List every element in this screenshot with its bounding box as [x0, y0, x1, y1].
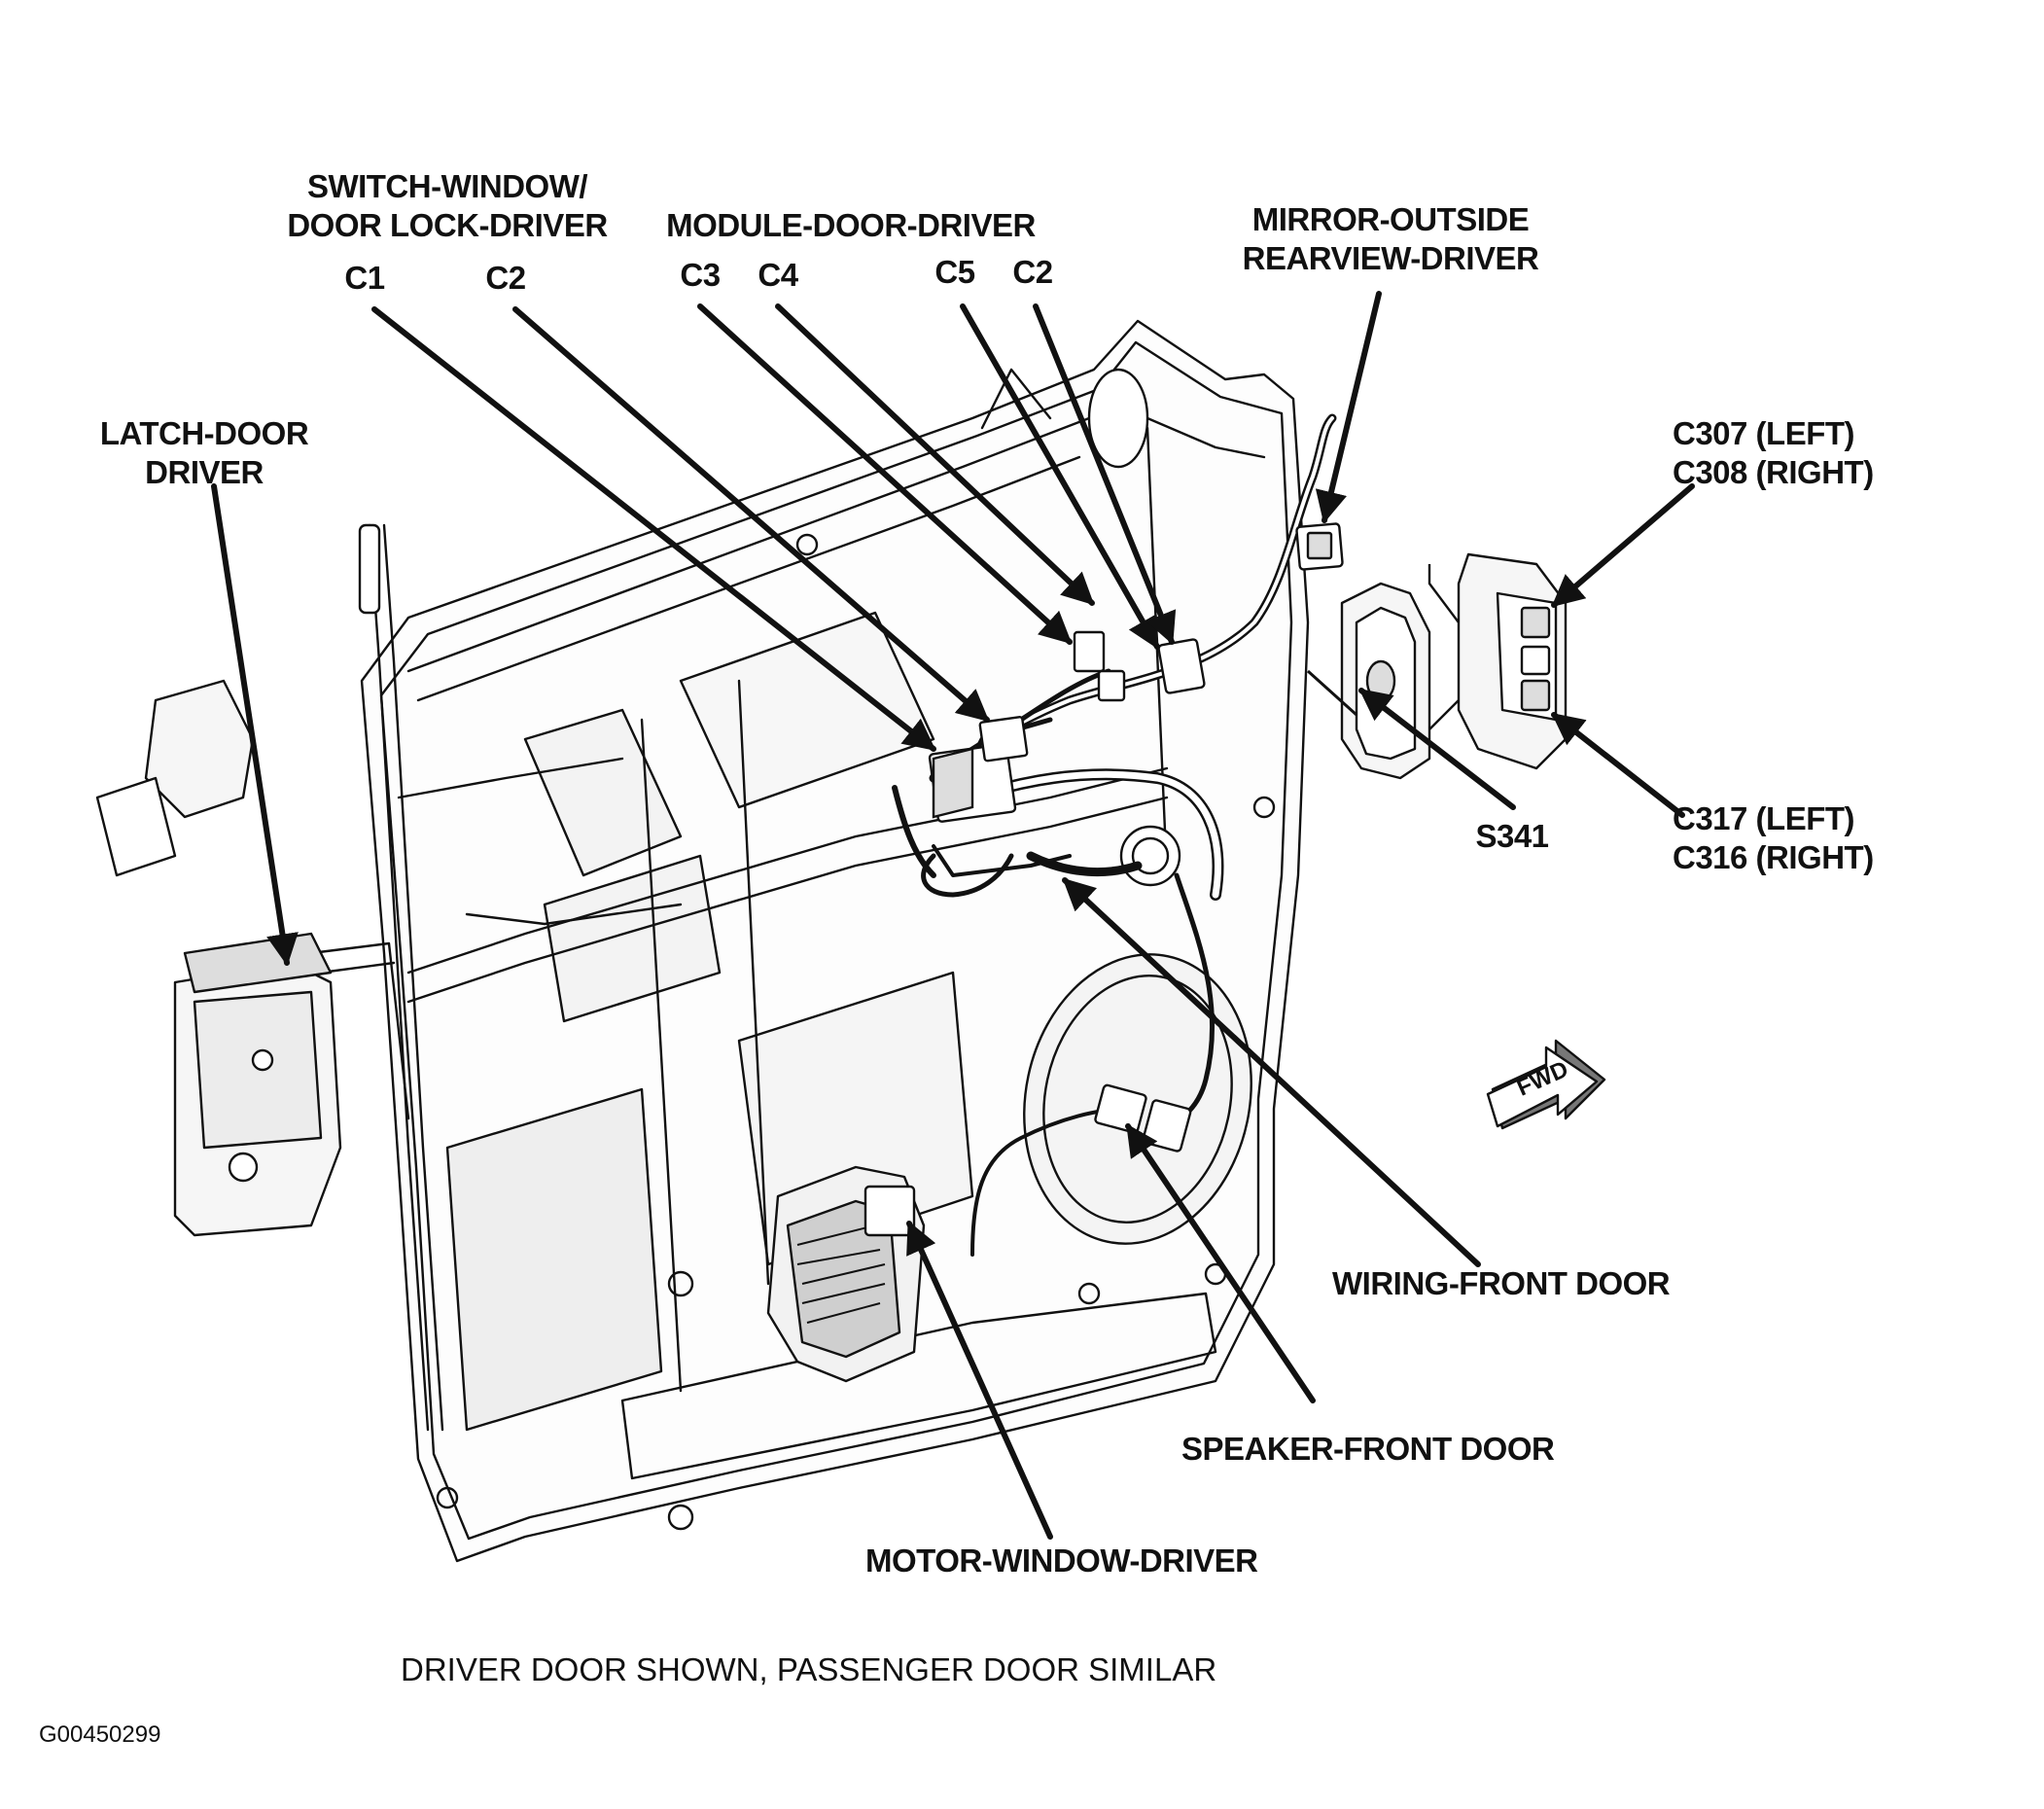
label-motor-window: MOTOR-WINDOW-DRIVER: [865, 1543, 1258, 1578]
leader-c4: [775, 303, 1095, 606]
mirror-connector: [1295, 522, 1344, 571]
leader-motor: [906, 1220, 1053, 1540]
door-panel: [309, 319, 1310, 1563]
label-c5: C5: [934, 254, 975, 290]
label-wiring-front-door: WIRING-FRONT DOOR: [1332, 1265, 1671, 1301]
leader-mirror: [1315, 291, 1382, 524]
label-latch-line2: DRIVER: [145, 454, 264, 490]
leader-c2-module: [1033, 303, 1177, 646]
label-switch-window-line2: DOOR LOCK-DRIVER: [287, 207, 608, 243]
window-motor: [766, 1165, 926, 1383]
label-c4: C4: [758, 257, 798, 293]
leader-c1: [371, 306, 936, 752]
door-latch: [95, 679, 342, 1237]
label-latch-line1: LATCH-DOOR: [99, 415, 309, 451]
label-switch-window-line1: SWITCH-WINDOW/: [306, 168, 588, 204]
splice-grommet-s341: [1340, 582, 1431, 780]
leader-s341: [1358, 688, 1516, 810]
label-c2-module: C2: [1012, 254, 1053, 290]
label-c1: C1: [344, 260, 385, 296]
label-module-door: MODULE-DOOR-DRIVER: [666, 207, 1036, 243]
label-c307-c308: C307 (LEFT) C308 (RIGHT): [1673, 414, 1916, 492]
figure-caption: DRIVER DOOR SHOWN, PASSENGER DOOR SIMILA…: [401, 1651, 1217, 1687]
label-switch-window: SWITCH-WINDOW/ DOOR LOCK-DRIVER: [263, 167, 632, 245]
door-module-connectors: [1073, 630, 1206, 702]
label-c317: C317 (LEFT): [1673, 800, 1855, 836]
label-mirror-line2: REARVIEW-DRIVER: [1242, 240, 1539, 276]
label-c2-switch: C2: [485, 260, 526, 296]
fwd-arrow-icon: [1486, 1039, 1606, 1130]
label-speaker-front-door: SPEAKER-FRONT DOOR: [1181, 1431, 1555, 1467]
leader-c307: [1551, 483, 1695, 608]
label-latch-door: LATCH-DOOR DRIVER: [68, 414, 340, 492]
leader-latch: [211, 483, 299, 967]
speaker-connector: [1094, 1083, 1192, 1153]
label-c308: C308 (RIGHT): [1673, 454, 1874, 490]
body-connector-c307: [1427, 552, 1568, 770]
label-c316: C316 (RIGHT): [1673, 839, 1874, 875]
label-c307: C307 (LEFT): [1673, 415, 1855, 451]
leader-speaker: [1125, 1123, 1316, 1403]
leader-lines: [211, 291, 1695, 1540]
label-s341: S341: [1475, 818, 1549, 854]
figure-code: G00450299: [39, 1721, 161, 1748]
label-c3: C3: [680, 257, 721, 293]
label-mirror-line1: MIRROR-OUTSIDE: [1251, 201, 1530, 237]
label-c317-c316: C317 (LEFT) C316 (RIGHT): [1673, 799, 1916, 877]
leader-c5: [960, 303, 1160, 650]
leader-c3: [697, 303, 1073, 645]
leader-wiring: [1062, 877, 1481, 1267]
leader-c2-switch: [512, 306, 990, 723]
label-mirror: MIRROR-OUTSIDE REARVIEW-DRIVER: [1216, 200, 1566, 278]
leader-c317: [1551, 712, 1685, 818]
window-switch-connectors: [928, 716, 1029, 823]
s341-pointer: [1306, 669, 1358, 717]
